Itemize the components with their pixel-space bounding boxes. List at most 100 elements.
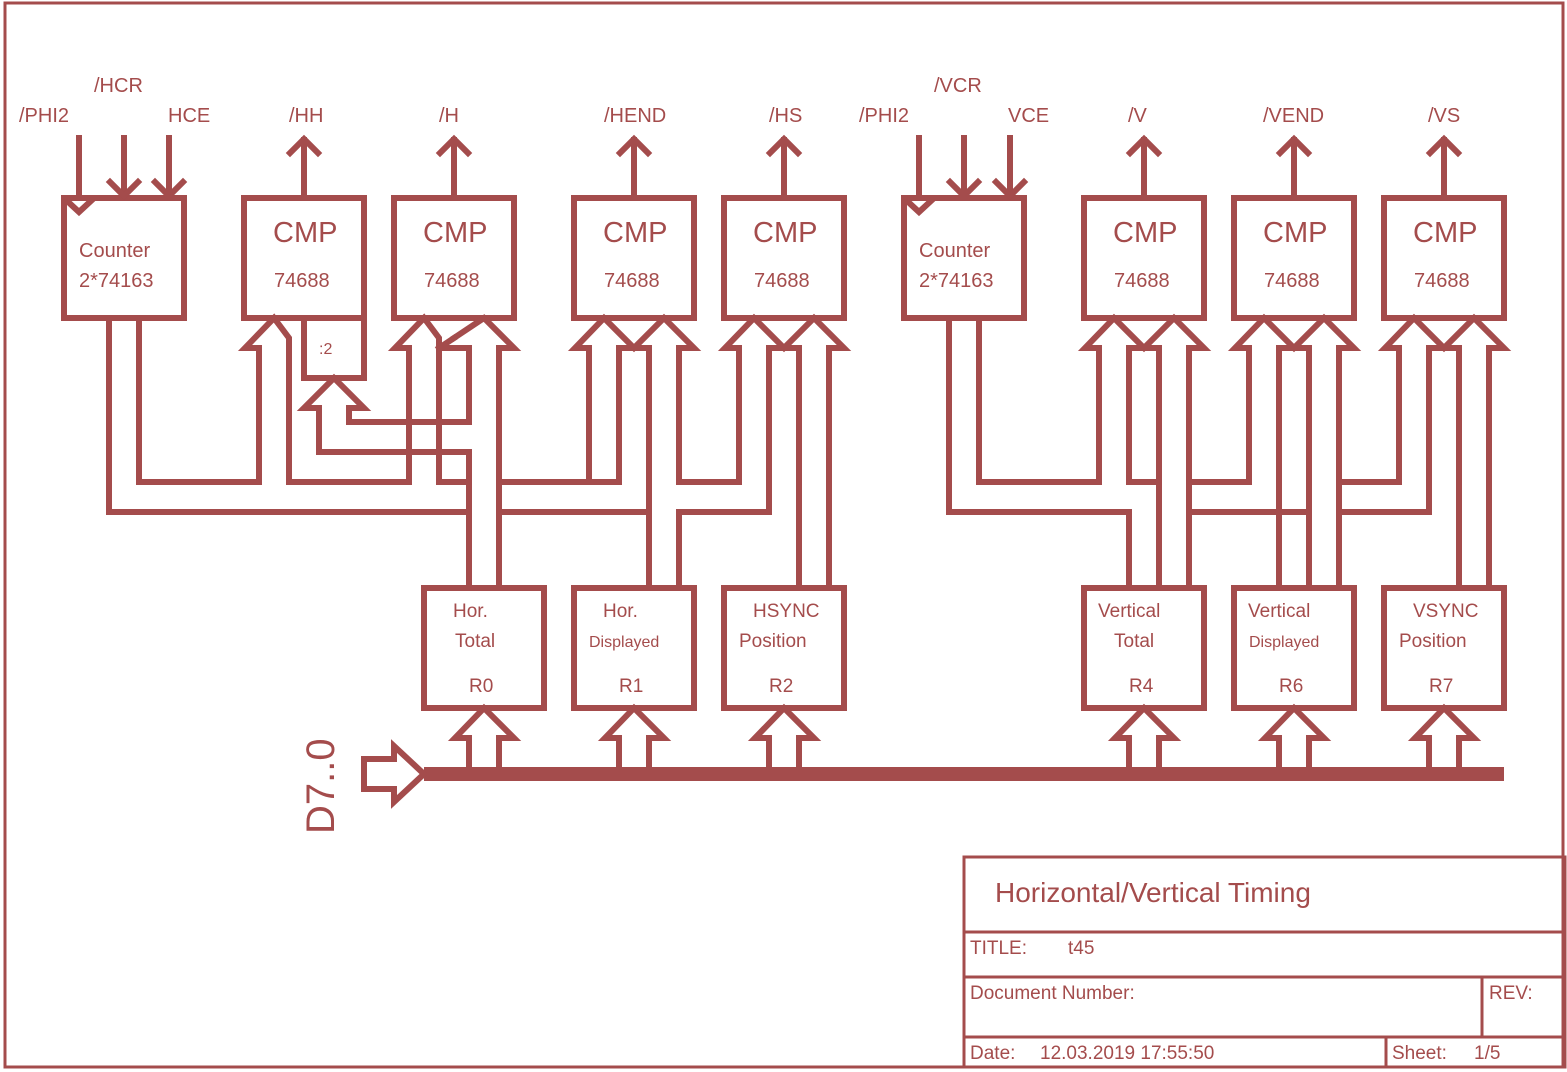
- date-label: Date:: [970, 1043, 1015, 1064]
- clock-input-icon: [61, 195, 97, 217]
- cmp-hs[interactable]: CMP 74688 /HS: [721, 105, 847, 321]
- signal-phi2-h: /PHI2: [19, 105, 69, 127]
- svg-text:Position: Position: [1399, 631, 1467, 652]
- arrow-up-icon: [1425, 134, 1463, 158]
- svg-text:74688: 74688: [274, 270, 330, 292]
- cmp-h[interactable]: CMP 74688 /H: [391, 105, 517, 321]
- svg-text:CMP: CMP: [273, 217, 337, 249]
- signal-hend: /HEND: [604, 105, 666, 127]
- signal-h: /H: [439, 105, 459, 127]
- h-counter-inputs: /PHI2 /HCR HCE: [19, 75, 210, 201]
- data-bus: D7..0: [299, 738, 1504, 834]
- signal-vce: VCE: [1008, 105, 1049, 127]
- arrow-up-icon: [1275, 134, 1313, 158]
- arrow-down-icon: [945, 177, 983, 201]
- register-r6[interactable]: Vertical Displayed R6: [1231, 585, 1357, 711]
- register-r1[interactable]: Hor. Displayed R1: [571, 585, 697, 711]
- register-r7[interactable]: VSYNC Position R7: [1381, 585, 1507, 711]
- svg-text:R6: R6: [1279, 676, 1303, 697]
- cmp-hh[interactable]: CMP 74688 /HH: [241, 105, 367, 321]
- doc-number-label: Document Number:: [970, 983, 1135, 1004]
- svg-text:74688: 74688: [1264, 270, 1320, 292]
- cmp-vend[interactable]: CMP 74688 /VEND: [1231, 105, 1357, 321]
- svg-text:R1: R1: [619, 676, 643, 697]
- v-counter[interactable]: Counter 2*74163: [901, 195, 1027, 321]
- svg-text:Hor.: Hor.: [453, 601, 488, 622]
- svg-text:CMP: CMP: [753, 217, 817, 249]
- title-block-heading: Horizontal/Vertical Timing: [995, 877, 1311, 908]
- register-r4[interactable]: Vertical Total R4: [1081, 585, 1207, 711]
- data-bus-label: D7..0: [299, 738, 343, 834]
- bus-arrow-icon: [1257, 703, 1332, 770]
- h-bus-lines: [106, 313, 852, 591]
- svg-text:Total: Total: [455, 631, 495, 652]
- svg-text:Counter: Counter: [919, 240, 990, 262]
- svg-text:CMP: CMP: [1263, 217, 1327, 249]
- sheet-border: [3, 1, 1565, 1069]
- svg-text::2: :2: [319, 341, 332, 358]
- h-counter-part: 2*74163: [79, 270, 154, 292]
- signal-hce: HCE: [168, 105, 210, 127]
- sheet-label: Sheet:: [1392, 1043, 1447, 1064]
- arrow-up-icon: [1125, 134, 1163, 158]
- svg-text:74688: 74688: [1114, 270, 1170, 292]
- arrow-down-icon: [105, 177, 143, 201]
- svg-text:HSYNC: HSYNC: [753, 601, 820, 622]
- svg-text:Position: Position: [739, 631, 807, 652]
- cmp-hend[interactable]: CMP 74688 /HEND: [571, 105, 697, 321]
- svg-text:74688: 74688: [604, 270, 660, 292]
- svg-text:74688: 74688: [1414, 270, 1470, 292]
- divider-box[interactable]: :2: [301, 315, 367, 381]
- signal-v: /V: [1128, 105, 1148, 127]
- svg-text:R2: R2: [769, 676, 793, 697]
- svg-text:74688: 74688: [424, 270, 480, 292]
- svg-text:CMP: CMP: [603, 217, 667, 249]
- bus-input-arrow-icon: [361, 739, 429, 809]
- register-r0[interactable]: Hor. Total R0: [421, 585, 547, 711]
- bus-arrow-icon: [747, 703, 822, 770]
- rev-label: REV:: [1489, 983, 1533, 1004]
- svg-text:74688: 74688: [754, 270, 810, 292]
- signal-vend: /VEND: [1263, 105, 1324, 127]
- svg-text:Hor.: Hor.: [603, 601, 638, 622]
- date-value: 12.03.2019 17:55:50: [1040, 1043, 1214, 1064]
- signal-hcr: /HCR: [94, 75, 143, 97]
- signal-hs: /HS: [769, 105, 802, 127]
- svg-text:Vertical: Vertical: [1098, 601, 1160, 622]
- arrow-up-icon: [765, 134, 803, 158]
- bus-arrow-icon: [1107, 703, 1182, 770]
- title-value: t45: [1068, 938, 1094, 959]
- title-label: TITLE:: [970, 938, 1027, 959]
- bus-arrow-icon: [597, 703, 672, 770]
- arrow-down-icon: [150, 177, 188, 201]
- arrow-up-icon: [615, 134, 653, 158]
- arrow-up-icon: [435, 134, 473, 158]
- arrow-up-icon: [285, 134, 323, 158]
- arrow-down-icon: [991, 177, 1029, 201]
- svg-text:CMP: CMP: [1413, 217, 1477, 249]
- v-bus-lines: [946, 313, 1512, 591]
- sheet-value: 1/5: [1474, 1043, 1500, 1064]
- svg-text:R4: R4: [1129, 676, 1154, 697]
- svg-text:VSYNC: VSYNC: [1413, 601, 1478, 622]
- signal-vcr: /VCR: [934, 75, 982, 97]
- signal-hh: /HH: [289, 105, 323, 127]
- clock-input-icon: [901, 195, 937, 217]
- svg-text:Vertical: Vertical: [1248, 601, 1310, 622]
- svg-text:R0: R0: [469, 676, 493, 697]
- register-r2[interactable]: HSYNC Position R2: [721, 585, 847, 711]
- h-counter[interactable]: Counter 2*74163: [61, 195, 187, 321]
- svg-text:Displayed: Displayed: [1249, 634, 1319, 651]
- svg-text:2*74163: 2*74163: [919, 270, 994, 292]
- bus-arrow-icon: [447, 703, 522, 770]
- svg-text:CMP: CMP: [423, 217, 487, 249]
- cmp-vs[interactable]: CMP 74688 /VS: [1381, 105, 1507, 321]
- h-counter-name: Counter: [79, 240, 150, 262]
- svg-text:Total: Total: [1114, 631, 1154, 652]
- cmp-v[interactable]: CMP 74688 /V: [1081, 105, 1207, 321]
- svg-text:CMP: CMP: [1113, 217, 1177, 249]
- signal-vs: /VS: [1428, 105, 1460, 127]
- title-block: Horizontal/Vertical Timing TITLE: t45 Do…: [962, 855, 1567, 1069]
- register-input-arrows: [447, 703, 1482, 770]
